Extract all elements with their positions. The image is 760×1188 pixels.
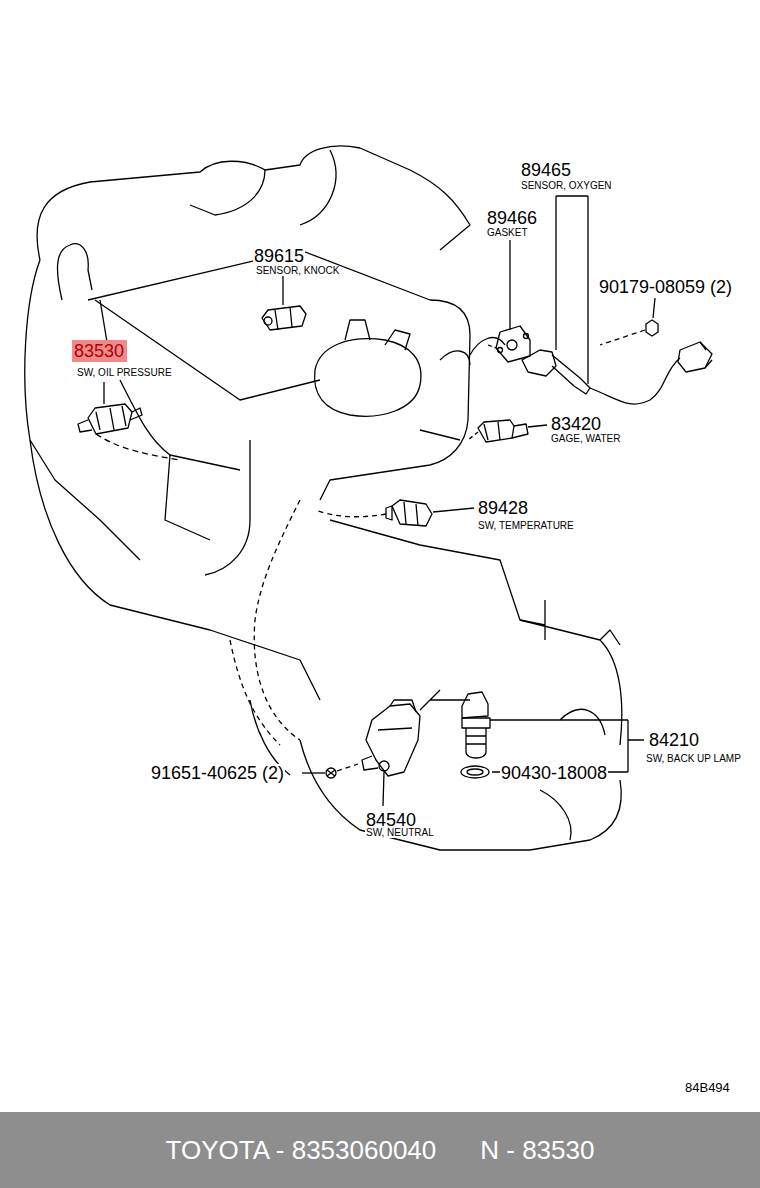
callout-number: 84210 — [648, 731, 700, 749]
callout-number: 89428 — [477, 499, 529, 517]
part-name: SW, NEUTRAL — [365, 828, 435, 838]
part-name: SENSOR, OXYGEN — [520, 181, 613, 191]
part-number: 91651-40625 (2) — [150, 764, 285, 782]
part-name: GAGE, WATER — [550, 434, 621, 444]
part-name: SW, OIL PRESSURE — [76, 368, 173, 378]
node-text: TOYOTA - 8353060040 — [166, 1137, 437, 1163]
callout-number: 89465 — [520, 161, 572, 179]
node-text: 83530 — [74, 342, 124, 360]
highlight-box: 83530 — [72, 340, 127, 362]
figure-code: 84B494 — [684, 1081, 731, 1094]
part-name: SENSOR, KNOCK — [255, 266, 340, 276]
node-text: N - 83530 — [480, 1137, 594, 1163]
part-number: 90179-08059 (2) — [598, 278, 733, 296]
part-name: SW, BACK UP LAMP — [645, 754, 742, 764]
part-name: SW, TEMPERATURE — [477, 521, 575, 531]
callout-number: 89615 — [253, 247, 305, 265]
footer-band: TOYOTA - 8353060040 N - 83530 — [0, 1112, 760, 1188]
callout-number: 89466 — [486, 209, 538, 227]
callout-number: 83420 — [550, 415, 602, 433]
part-number: 90430-18008 — [500, 764, 608, 782]
part-name: GASKET — [486, 228, 529, 238]
callout-number: 84540 — [365, 811, 417, 829]
